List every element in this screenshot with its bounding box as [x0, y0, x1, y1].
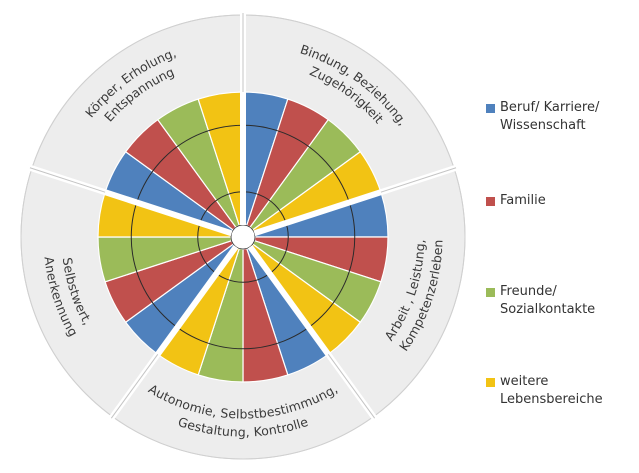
separator-line-3	[110, 354, 159, 419]
legend-label: Familie	[500, 193, 546, 208]
legend-swatch	[486, 104, 495, 113]
separator-line-1	[380, 167, 457, 193]
legend-swatch	[486, 197, 495, 206]
legend-item-weitere: weitere Lebensbereiche	[486, 373, 603, 409]
legend-item-beruf: Beruf/ Karriere/ Wissenschaft	[486, 99, 599, 135]
legend-swatch	[486, 288, 495, 297]
legend-item-freunde: Freunde/ Sozialkontakte	[486, 283, 595, 319]
outer-ring	[20, 14, 466, 460]
legend-label: Freunde/ Sozialkontakte	[500, 284, 596, 317]
legend-swatch	[486, 378, 495, 387]
legend-label: Beruf/ Karriere/ Wissenschaft	[500, 100, 600, 133]
center-circle	[230, 224, 256, 250]
legend: Beruf/ Karriere/ Wissenschaft Familie Fr…	[486, 0, 636, 473]
separator-line-2	[327, 354, 376, 419]
separator-line-4	[29, 167, 106, 193]
legend-label: weitere Lebensbereiche	[500, 374, 603, 407]
legend-item-familie: Familie	[486, 192, 546, 210]
sector-separators	[29, 13, 457, 420]
